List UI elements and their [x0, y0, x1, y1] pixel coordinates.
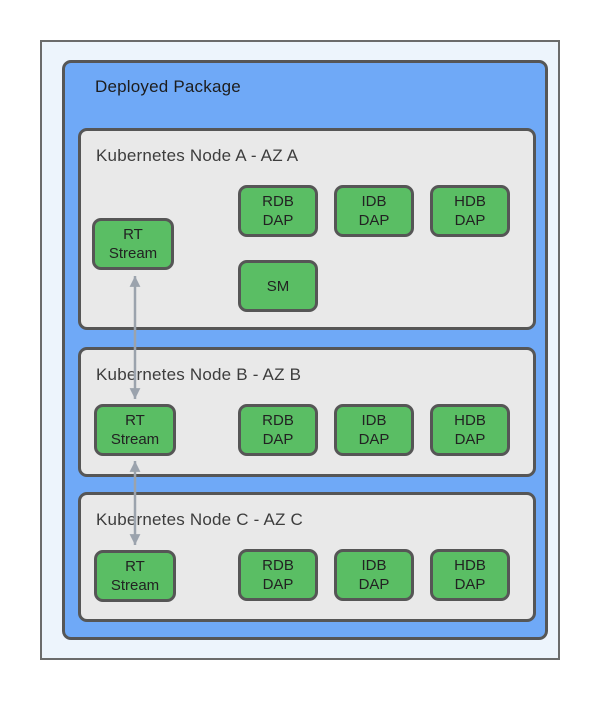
node-b-title: Kubernetes Node B - AZ B [96, 365, 302, 384]
node-b-rt-stream-box: RT Stream [94, 404, 176, 456]
node-b-idb-dap-box: IDB DAP [334, 404, 414, 456]
node-c-rdb-dap-box: RDB DAP [238, 549, 318, 601]
node-c-title: Kubernetes Node C - AZ C [96, 510, 304, 529]
deployed-package-title: Deployed Package [95, 77, 241, 96]
node-a-title: Kubernetes Node A - AZ A [96, 146, 299, 165]
node-c-rt-stream-box: RT Stream [94, 550, 176, 602]
deployed-package-box: Deployed Package Kubernetes Node A - AZ … [62, 60, 548, 640]
node-b-box: Kubernetes Node B - AZ B RT Stream RDB D… [78, 347, 536, 477]
node-a-rt-stream-box: RT Stream [92, 218, 174, 270]
node-c-hdb-dap-box: HDB DAP [430, 549, 510, 601]
node-a-hdb-dap-box: HDB DAP [430, 185, 510, 237]
node-a-sm-box: SM [238, 260, 318, 312]
node-a-rdb-dap-box: RDB DAP [238, 185, 318, 237]
node-c-idb-dap-box: IDB DAP [334, 549, 414, 601]
outer-container: Deployed Package Kubernetes Node A - AZ … [40, 40, 560, 660]
node-b-hdb-dap-box: HDB DAP [430, 404, 510, 456]
node-a-idb-dap-box: IDB DAP [334, 185, 414, 237]
node-a-box: Kubernetes Node A - AZ A RT Stream RDB D… [78, 128, 536, 330]
node-b-rdb-dap-box: RDB DAP [238, 404, 318, 456]
node-c-box: Kubernetes Node C - AZ C RT Stream RDB D… [78, 492, 536, 622]
